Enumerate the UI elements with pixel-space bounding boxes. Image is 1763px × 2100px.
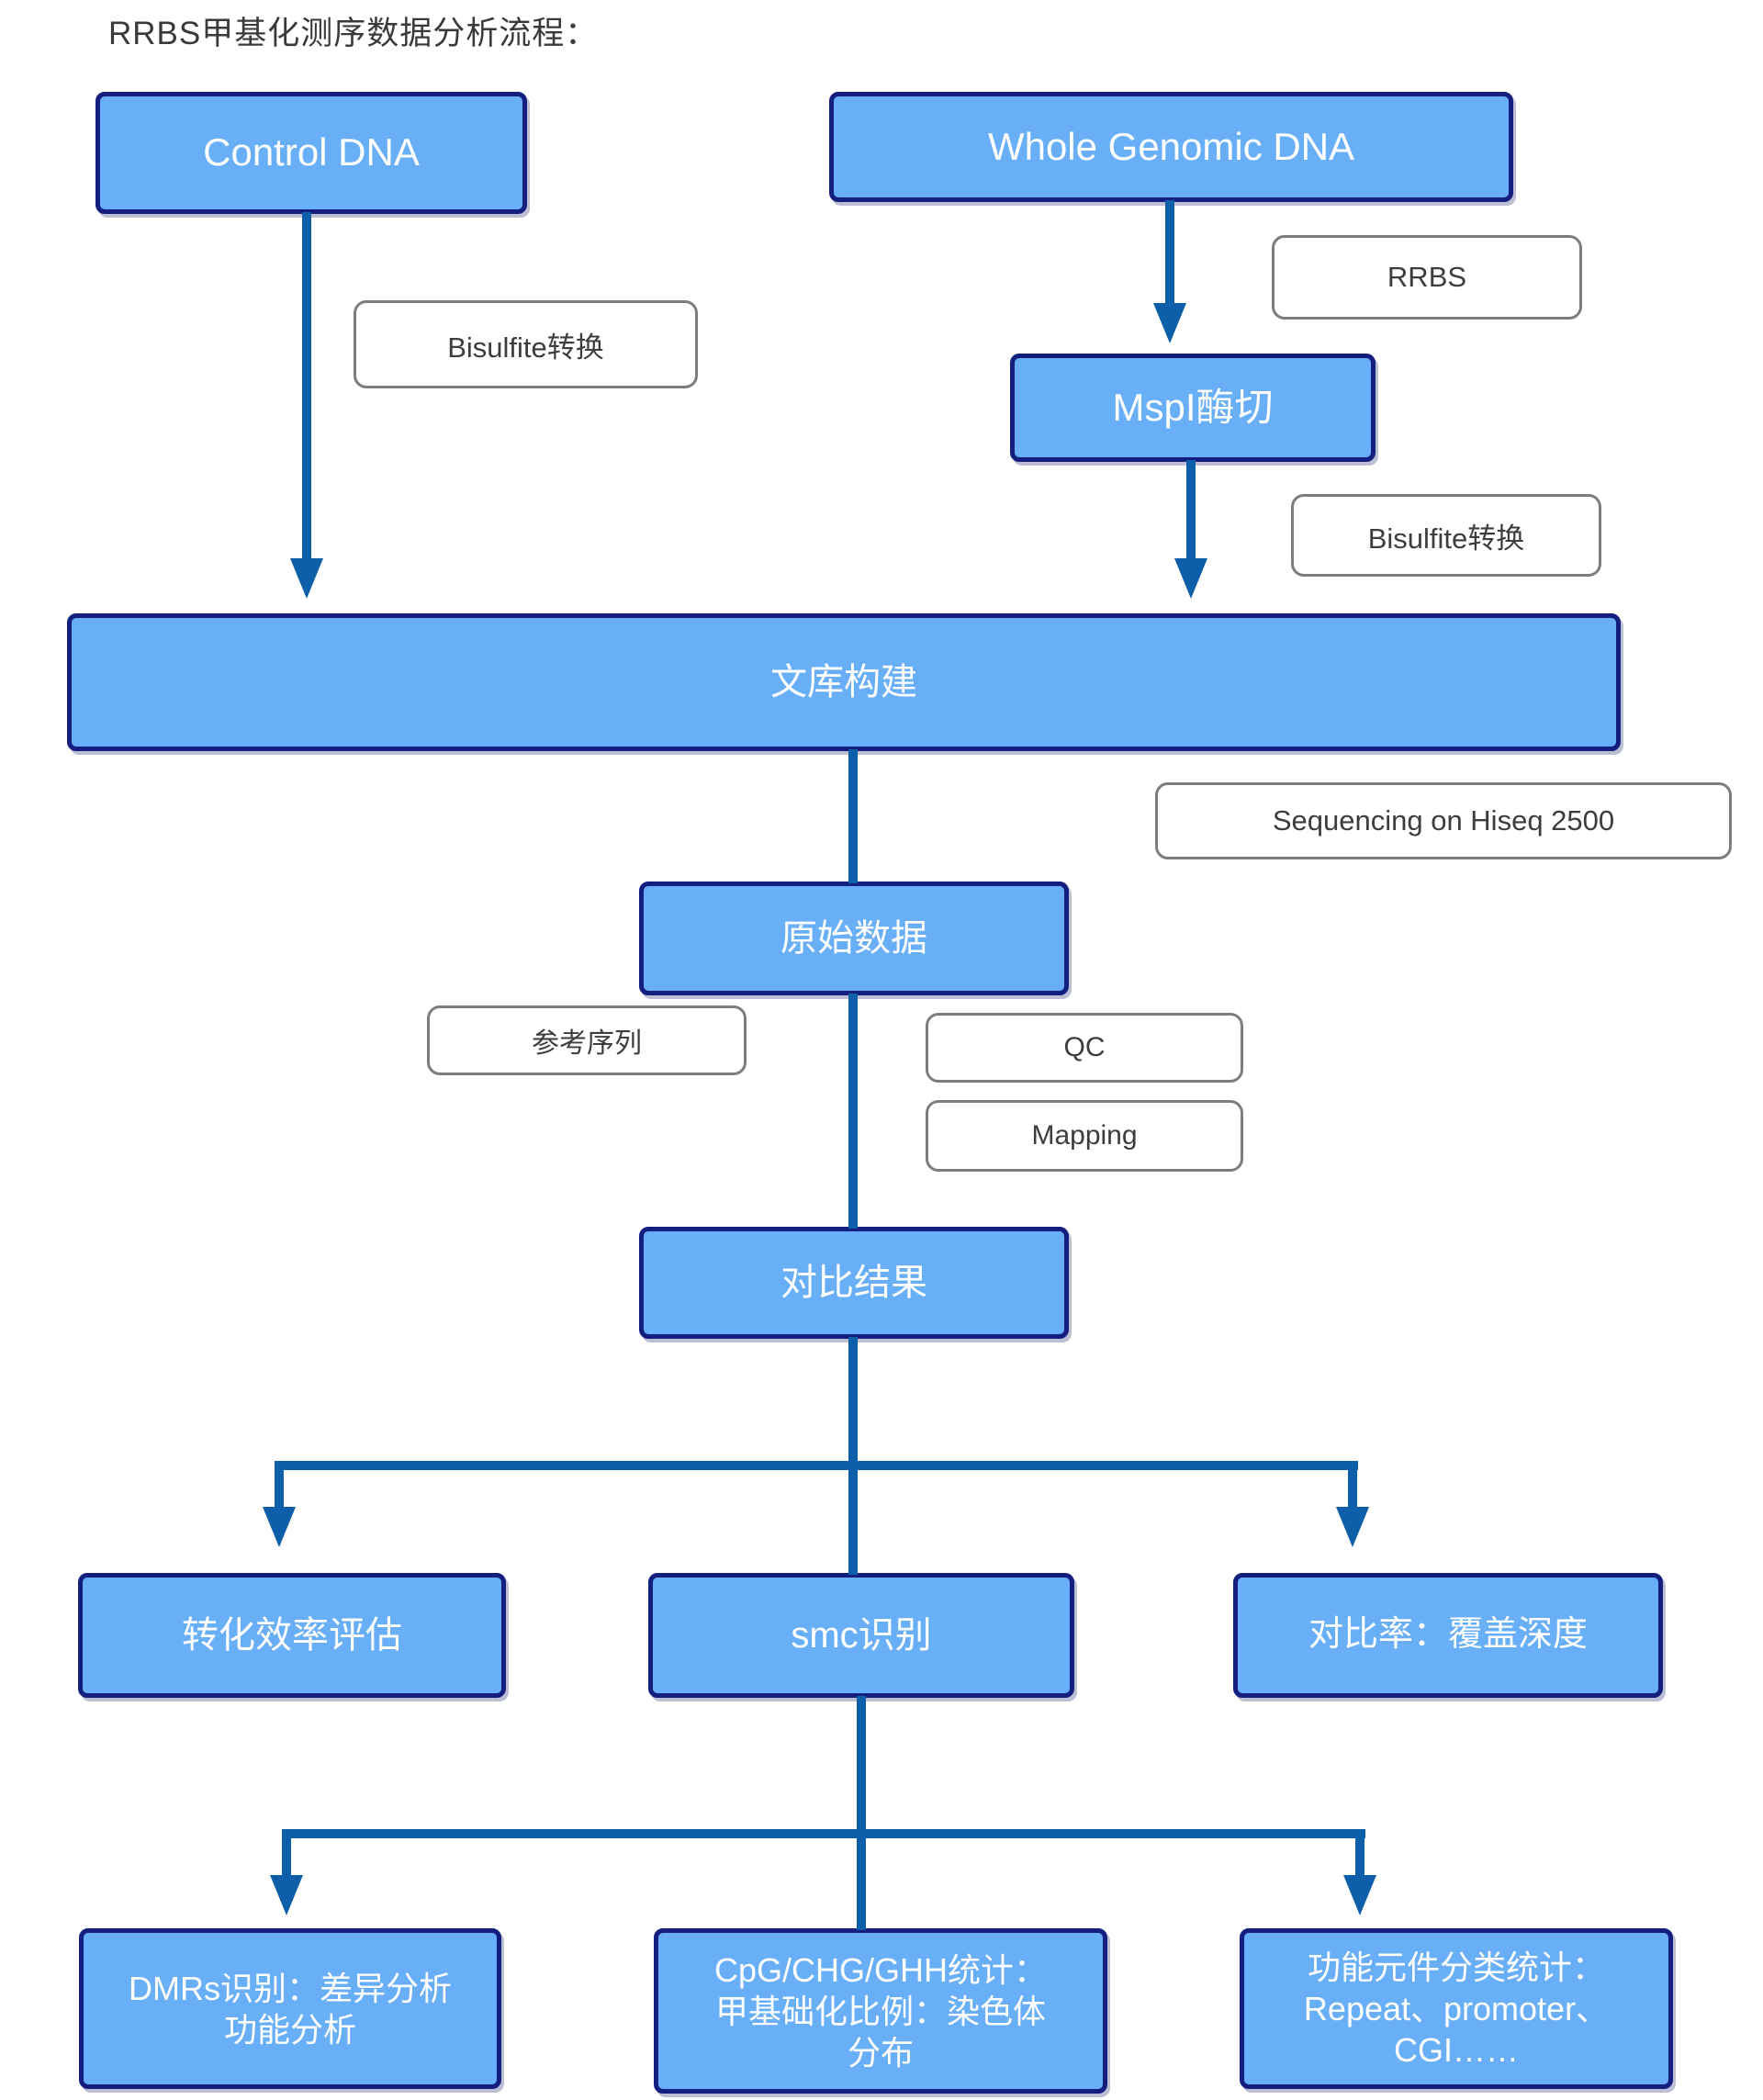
connector-rawdata-to-alignment <box>848 994 858 1229</box>
label-bisulfite-conversion-right: Bisulfite转换 <box>1291 494 1601 577</box>
node-raw-data: 原始数据 <box>639 882 1069 995</box>
label-reference-sequence: 参考序列 <box>427 1005 747 1075</box>
branch1-right-vertical <box>1348 1461 1357 1509</box>
branch2-left-vertical <box>282 1829 291 1877</box>
label-bisulfite-conversion-left: Bisulfite转换 <box>354 300 698 388</box>
label-qc: QC <box>926 1013 1243 1083</box>
arrowhead-branch2-right <box>1343 1875 1376 1915</box>
connector-smc-to-cpg <box>857 1696 866 1930</box>
label-rrbs: RRBS <box>1272 235 1582 320</box>
connector-control-to-library <box>302 212 311 558</box>
node-whole-genomic-dna: Whole Genomic DNA <box>829 92 1513 202</box>
node-smc-identification: smc识别 <box>648 1573 1074 1698</box>
connector-mspi-to-library <box>1186 460 1196 558</box>
node-alignment-rate-coverage: 对比率：覆盖深度 <box>1233 1573 1663 1698</box>
branch2-right-vertical <box>1355 1829 1364 1877</box>
arrowhead-branch1-right <box>1336 1507 1369 1547</box>
node-control-dna: Control DNA <box>95 92 527 214</box>
arrowhead-branch2-left <box>270 1875 303 1915</box>
node-cpg-statistics: CpG/CHG/GHH统计： 甲基础化比例：染色体 分布 <box>654 1928 1107 2094</box>
label-mapping: Mapping <box>926 1100 1243 1172</box>
branch1-left-vertical <box>275 1461 284 1509</box>
node-library-construction: 文库构建 <box>67 613 1621 751</box>
node-dmrs-identification: DMRs识别：差异分析 功能分析 <box>79 1928 501 2089</box>
arrowhead-mspi-to-library <box>1174 558 1207 599</box>
branch2-horizontal <box>282 1829 1365 1838</box>
connector-alignment-to-smc <box>848 1337 858 1575</box>
arrowhead-branch1-left <box>263 1507 296 1547</box>
connector-library-to-rawdata <box>848 749 858 883</box>
page-title: RRBS甲基化测序数据分析流程： <box>108 16 599 51</box>
node-conversion-efficiency: 转化效率评估 <box>78 1573 506 1698</box>
label-sequencing-hiseq: Sequencing on Hiseq 2500 <box>1155 782 1732 859</box>
branch1-horizontal <box>275 1461 1358 1470</box>
arrowhead-wgd-to-mspi <box>1153 303 1186 343</box>
node-alignment-result: 对比结果 <box>639 1227 1069 1339</box>
node-mspi-digestion: MspI酶切 <box>1010 354 1376 462</box>
connector-wgd-to-mspi <box>1165 200 1174 303</box>
node-functional-elements: 功能元件分类统计： Repeat、promoter、 CGI…… <box>1240 1928 1673 2089</box>
arrowhead-control-to-library <box>290 558 323 599</box>
